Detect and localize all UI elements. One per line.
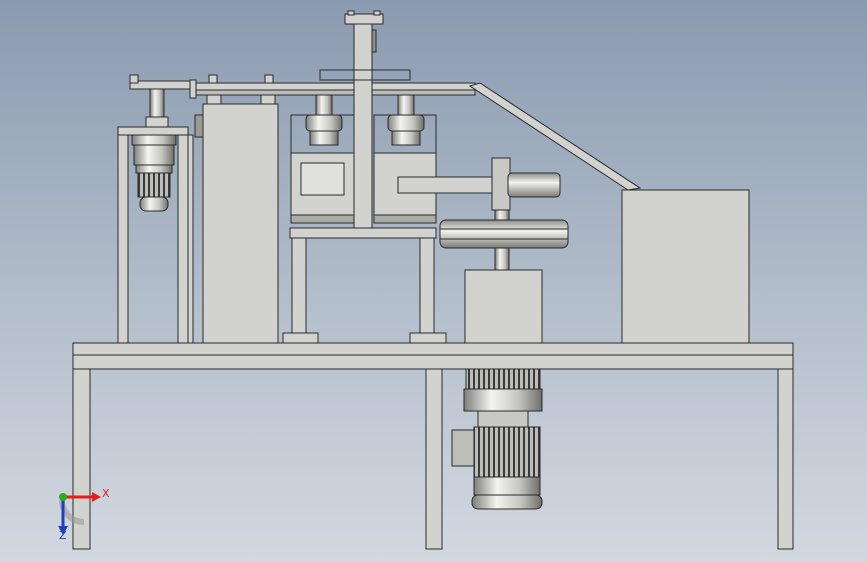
head-bearing (305, 114, 343, 132)
main-motor (451, 368, 543, 510)
frame-inner-post (187, 134, 194, 344)
small-motor-endcap (139, 196, 169, 212)
coupling-top (131, 134, 177, 146)
x-axis-label: X (102, 487, 110, 500)
table-apron (72, 354, 794, 370)
coupling-body (133, 144, 175, 166)
spindle-stand (282, 227, 447, 344)
spindle-collar (145, 116, 169, 128)
motor-flange (463, 388, 543, 412)
motor-body-fins (473, 426, 541, 478)
axis-triad (58, 492, 101, 535)
motor-end-bell (473, 476, 541, 496)
stand-top (289, 227, 437, 239)
table-leg-right (777, 368, 794, 550)
rail-bar-lower (189, 89, 476, 96)
rail-end-left (189, 79, 197, 99)
stand-leg-left (291, 237, 307, 334)
upper-disc (507, 172, 561, 198)
table-leg-left (72, 368, 91, 550)
head-gearbox-window (300, 162, 345, 196)
table-top (72, 342, 794, 356)
rail-bar (189, 82, 476, 91)
cabinet-pin-left (208, 74, 218, 84)
small-motor-fins (137, 172, 171, 198)
motor-mount (477, 410, 529, 428)
frame-crossbar (117, 126, 189, 136)
frame-post-left (117, 126, 129, 344)
head-pulley (391, 130, 421, 146)
column-shaft (353, 23, 373, 229)
head-shaft (397, 94, 415, 116)
motor-top-pulley (465, 368, 541, 390)
cabinet-pin-right (264, 74, 274, 84)
head-base (373, 214, 437, 224)
flywheel-assembly (397, 157, 569, 344)
frame-post-right (177, 126, 189, 344)
column-side-plate (371, 29, 377, 53)
stand-foot-right (409, 332, 447, 344)
z-axis-head (58, 526, 68, 535)
y-axis-dot (59, 493, 67, 501)
diagonal-arm (468, 82, 642, 191)
control-box (621, 189, 750, 344)
linkage-plate (129, 80, 196, 90)
drive-box (464, 269, 543, 344)
motor-fan-cover (471, 494, 543, 510)
column-cap-bolt-right (373, 10, 381, 16)
upper-hub (491, 157, 511, 211)
left-spindle-assembly (129, 74, 196, 212)
spindle-head-right (373, 94, 437, 224)
coupling-bottom (135, 164, 173, 174)
cabinet-side-flange (194, 114, 204, 138)
cabinet-body (202, 103, 279, 344)
column-cap-bolt-left (347, 10, 355, 16)
table-leg-middle (425, 368, 443, 550)
left-motor-frame (117, 126, 194, 344)
linkage-pin (129, 74, 139, 84)
column-bracket (319, 69, 411, 81)
head-bearing (387, 114, 425, 132)
stand-leg-right (419, 237, 435, 334)
flywheel-disc (439, 219, 569, 249)
head-base (290, 214, 355, 224)
x-axis-head (92, 492, 101, 502)
flywheel-rim (439, 228, 569, 240)
head-pulley (309, 130, 339, 146)
stand-foot-left (282, 332, 319, 344)
motor-terminal-box (451, 429, 477, 467)
z-axis-label: Z (59, 529, 67, 542)
spindle-head-left (290, 94, 355, 224)
base-table (72, 342, 794, 550)
head-shaft (315, 94, 333, 116)
gear-cabinet (194, 74, 279, 344)
